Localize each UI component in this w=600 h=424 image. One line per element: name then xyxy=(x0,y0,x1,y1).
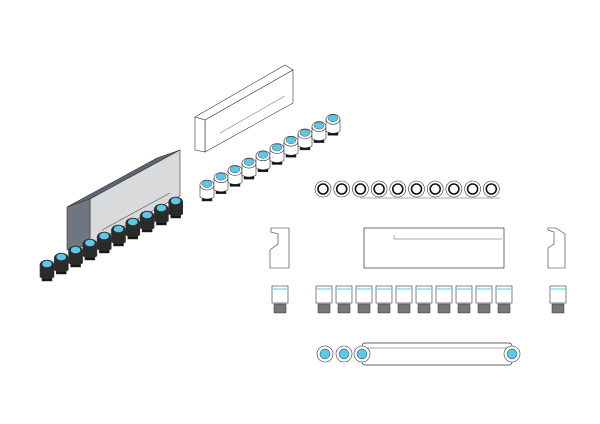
black-actuator-row xyxy=(39,196,183,282)
side-view-left xyxy=(269,227,290,269)
front-actuator xyxy=(355,285,373,314)
white-actuator xyxy=(227,165,243,187)
port-circle xyxy=(370,180,388,198)
port-circle xyxy=(445,180,463,198)
white-actuator xyxy=(269,143,285,165)
black-actuator xyxy=(39,259,55,282)
front-actuator xyxy=(335,285,353,314)
actuator-blue-cap xyxy=(257,151,269,159)
bottom-port xyxy=(503,345,521,363)
white-controller-box xyxy=(194,64,294,153)
front-actuator xyxy=(271,285,289,314)
white-actuator xyxy=(283,135,299,158)
front-actuator xyxy=(455,285,473,314)
black-actuator xyxy=(68,245,83,268)
actuator-blue-cap xyxy=(201,180,213,188)
actuator-blue-cap xyxy=(299,129,311,137)
actuator-blue-cap xyxy=(98,232,110,240)
actuator-blue-cap xyxy=(170,197,181,205)
side-view-right xyxy=(547,227,566,269)
front-view-actuator-row xyxy=(271,285,567,314)
black-actuator xyxy=(154,203,169,226)
white-actuator xyxy=(255,150,271,173)
white-actuator xyxy=(297,128,313,151)
front-actuator xyxy=(475,285,493,314)
port-circle xyxy=(464,180,481,198)
port-circle xyxy=(352,180,369,198)
black-actuator xyxy=(168,196,183,219)
black-actuator xyxy=(111,224,126,247)
bottom-port xyxy=(316,345,334,363)
actuator-blue-cap xyxy=(215,172,227,181)
port-circle xyxy=(426,180,444,198)
bottom-port xyxy=(353,345,371,363)
actuator-blue-cap xyxy=(127,218,139,226)
white-actuator-row xyxy=(199,114,341,202)
white-actuator xyxy=(213,172,229,194)
black-actuator xyxy=(96,231,112,254)
bottom-port xyxy=(335,345,353,363)
actuator-blue-cap xyxy=(327,114,339,123)
front-actuator xyxy=(315,285,333,314)
actuator-blue-cap xyxy=(56,253,67,261)
black-actuator xyxy=(53,252,69,275)
bottom-view xyxy=(316,342,521,366)
front-actuator xyxy=(395,285,413,314)
front-actuator xyxy=(415,285,433,314)
actuator-blue-cap xyxy=(229,165,241,174)
black-actuator xyxy=(125,217,141,240)
white-actuator xyxy=(199,179,215,202)
actuator-blue-cap xyxy=(113,225,124,233)
actuator-blue-cap xyxy=(271,143,283,152)
actuator-blue-cap xyxy=(141,211,153,219)
port-circle xyxy=(333,180,351,198)
front-actuator xyxy=(495,285,513,314)
front-view-box xyxy=(363,227,505,269)
port-circle xyxy=(482,180,500,198)
front-actuator xyxy=(375,285,393,314)
port-circle xyxy=(389,180,407,198)
actuator-blue-cap xyxy=(313,121,325,130)
front-actuator xyxy=(549,285,567,314)
top-view-port-row xyxy=(314,180,500,199)
black-actuator xyxy=(139,210,155,233)
port-circle xyxy=(314,180,332,198)
white-actuator xyxy=(311,121,327,143)
actuator-blue-cap xyxy=(70,246,81,254)
actuator-blue-cap xyxy=(84,239,96,247)
front-actuator xyxy=(435,285,453,314)
actuator-blue-cap xyxy=(243,158,255,166)
actuator-blue-cap xyxy=(285,136,297,144)
actuator-blue-cap xyxy=(156,204,167,212)
port-circle xyxy=(408,180,425,198)
black-actuator xyxy=(82,238,98,261)
white-actuator xyxy=(241,157,257,180)
grey-controller-box xyxy=(66,149,181,251)
actuator-blue-cap xyxy=(41,260,53,268)
white-actuator xyxy=(325,114,341,136)
